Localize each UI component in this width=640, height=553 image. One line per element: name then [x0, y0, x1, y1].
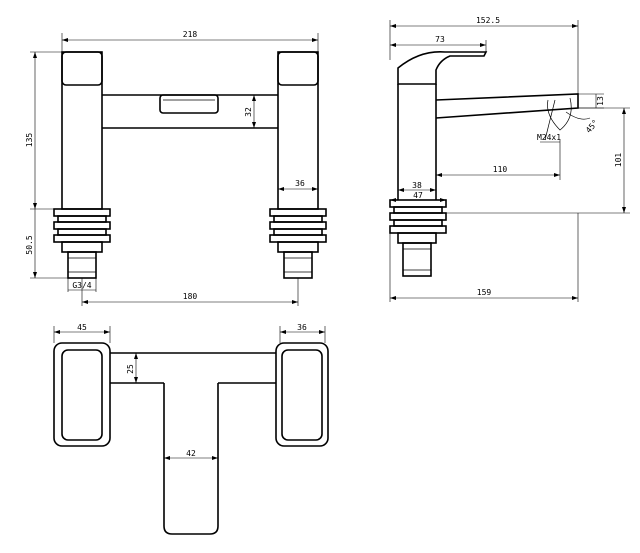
dim-base-depth: 47: [390, 191, 446, 202]
dim-label-101: 101: [614, 153, 623, 168]
dim-label-110: 110: [493, 165, 508, 174]
right-thread: [283, 251, 313, 279]
dim-overall-depth: 152.5: [389, 16, 579, 94]
dim-label-152-5: 152.5: [476, 16, 500, 25]
dim-label-73: 73: [435, 35, 445, 44]
dim-label-135: 135: [25, 133, 34, 148]
dim-label-42: 42: [186, 449, 196, 458]
plan-spout: [163, 383, 219, 535]
front-view: 218 135 50.5 32 36: [25, 30, 327, 306]
dim-label-32: 32: [244, 107, 253, 117]
dim-spout-height: 32: [244, 95, 256, 128]
dim-overall-height: 135: [25, 51, 62, 210]
dim-outlet-height: 13: [578, 93, 605, 109]
plan-view: 45 36 25 42: [53, 323, 329, 535]
dim-label-180: 180: [183, 292, 198, 301]
left-thread: [67, 251, 97, 279]
plan-right-body: [275, 342, 329, 447]
dim-spout-reach: 110: [436, 140, 561, 180]
plan-left-body: [53, 342, 111, 447]
dim-label-38: 38: [412, 181, 422, 190]
left-handle: [61, 51, 103, 86]
side-view: 152.5 73 13 45° M24x1: [389, 16, 630, 302]
dim-centres: 180: [81, 278, 299, 306]
dim-spout-width: 42: [164, 449, 218, 460]
dim-bridge-depth: 25: [126, 353, 138, 383]
dim-handle-length: 73: [390, 35, 487, 52]
dim-label-50-5: 50.5: [25, 235, 34, 254]
dim-overall-width: 218: [61, 30, 319, 52]
dim-thread-height: 50.5: [25, 209, 68, 279]
dim-label-47: 47: [413, 191, 423, 200]
dim-label-36-plan: 36: [297, 323, 307, 332]
side-handle: [397, 51, 488, 85]
right-base-flange: [269, 208, 327, 253]
dim-label-45: 45: [77, 323, 87, 332]
dim-label-36-front: 36: [295, 179, 305, 188]
plan-right-handle: [281, 349, 323, 441]
plan-left-handle: [61, 349, 103, 441]
dim-body-width: 36: [278, 179, 318, 191]
side-spout: [435, 93, 579, 119]
dim-label-13: 13: [596, 96, 605, 106]
dim-label-218: 218: [183, 30, 198, 39]
dim-total-height: 101: [446, 107, 630, 214]
dim-left-handle-width: 45: [53, 323, 111, 343]
left-body: [61, 51, 103, 210]
dim-body-depth: 38: [398, 181, 436, 192]
dim-angle: 45°: [565, 111, 600, 135]
dim-label-45-deg: 45°: [584, 118, 600, 135]
spout-outlet: [159, 94, 219, 114]
dim-label-159: 159: [477, 288, 492, 297]
left-base-flange: [53, 208, 111, 253]
dim-right-handle-width: 36: [279, 323, 326, 343]
side-base-flange: [389, 199, 447, 244]
dim-overall-length: 159: [389, 213, 579, 302]
right-handle: [277, 51, 319, 86]
dim-label-25: 25: [126, 364, 135, 374]
dim-label-m24x1: M24x1: [537, 133, 561, 142]
side-thread: [402, 242, 432, 277]
dim-outlet-thread: M24x1: [537, 133, 561, 143]
